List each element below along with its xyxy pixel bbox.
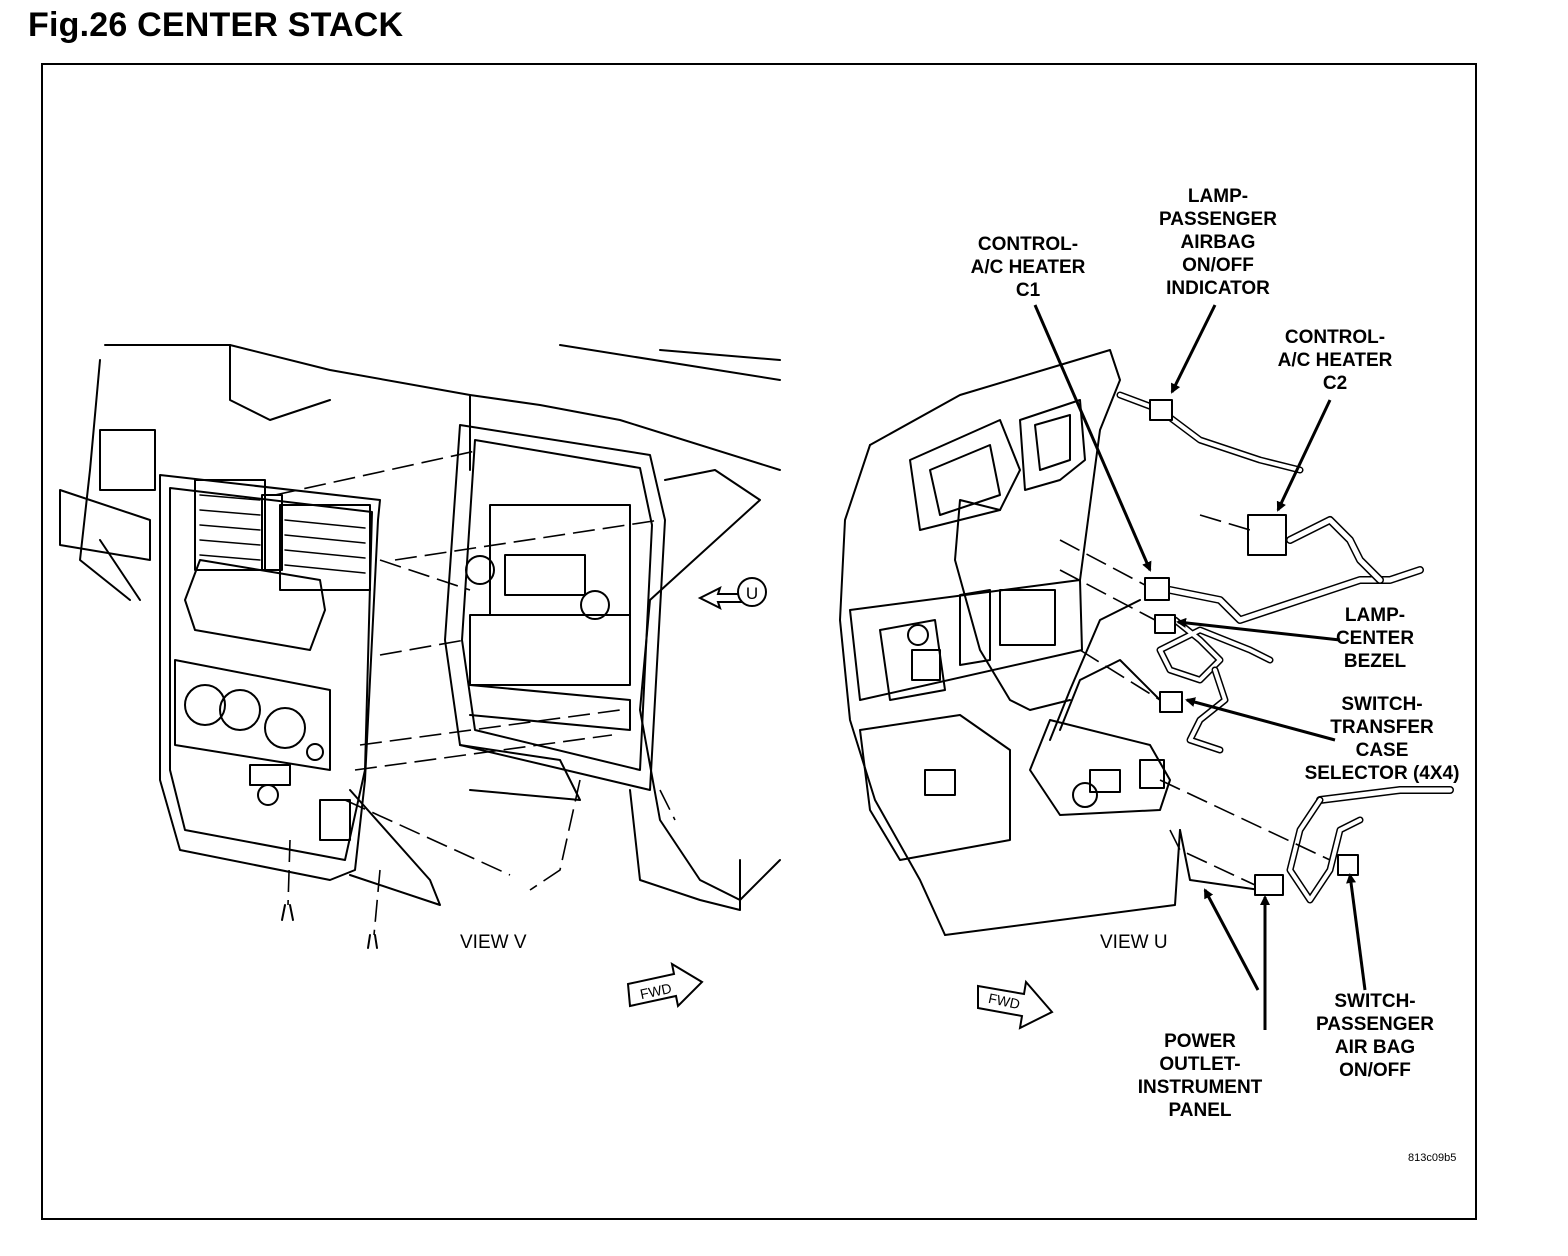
figure-frame — [41, 63, 1477, 1220]
view-v-label: VIEW V — [460, 932, 527, 953]
callout-switch-transfer-case-selector: SWITCH- TRANSFER CASE SELECTOR (4X4) — [1304, 694, 1460, 784]
callout-switch-passenger-airbag: SWITCH- PASSENGER AIR BAG ON/OFF — [1316, 991, 1434, 1081]
figure-code: 813c09b5 — [1408, 1152, 1457, 1164]
callout-control-ac-heater-c1: CONTROL- A/C HEATER C1 — [970, 234, 1086, 301]
view-u-label: VIEW U — [1100, 932, 1168, 953]
fwd-label-left: FWD — [639, 980, 674, 1002]
view-u-drawing — [839, 349, 1454, 936]
callout-arrows — [1033, 304, 1367, 1030]
view-u-marker-letter: U — [746, 584, 758, 603]
callout-lamp-passenger-airbag-indicator: LAMP- PASSENGER AIRBAG ON/OFF INDICATOR — [1159, 186, 1277, 299]
view-u-leader-lines — [1059, 514, 1331, 886]
callout-lamp-center-bezel: LAMP- CENTER BEZEL — [1335, 605, 1415, 672]
callout-power-outlet-instrument-panel: POWER OUTLET- INSTRUMENT PANEL — [1137, 1031, 1263, 1121]
fwd-label-right: FWD — [987, 990, 1022, 1012]
callout-control-ac-heater-c2: CONTROL- A/C HEATER C2 — [1277, 327, 1393, 394]
fwd-arrow-left-view: FWD — [626, 962, 704, 1009]
view-v-drawing — [59, 344, 781, 949]
view-v-leader-lines — [274, 449, 676, 936]
view-u-marker — [737, 577, 767, 607]
fwd-arrow-right-view: FWD — [977, 979, 1054, 1030]
figure-title: Fig.26 CENTER STACK — [28, 6, 404, 44]
